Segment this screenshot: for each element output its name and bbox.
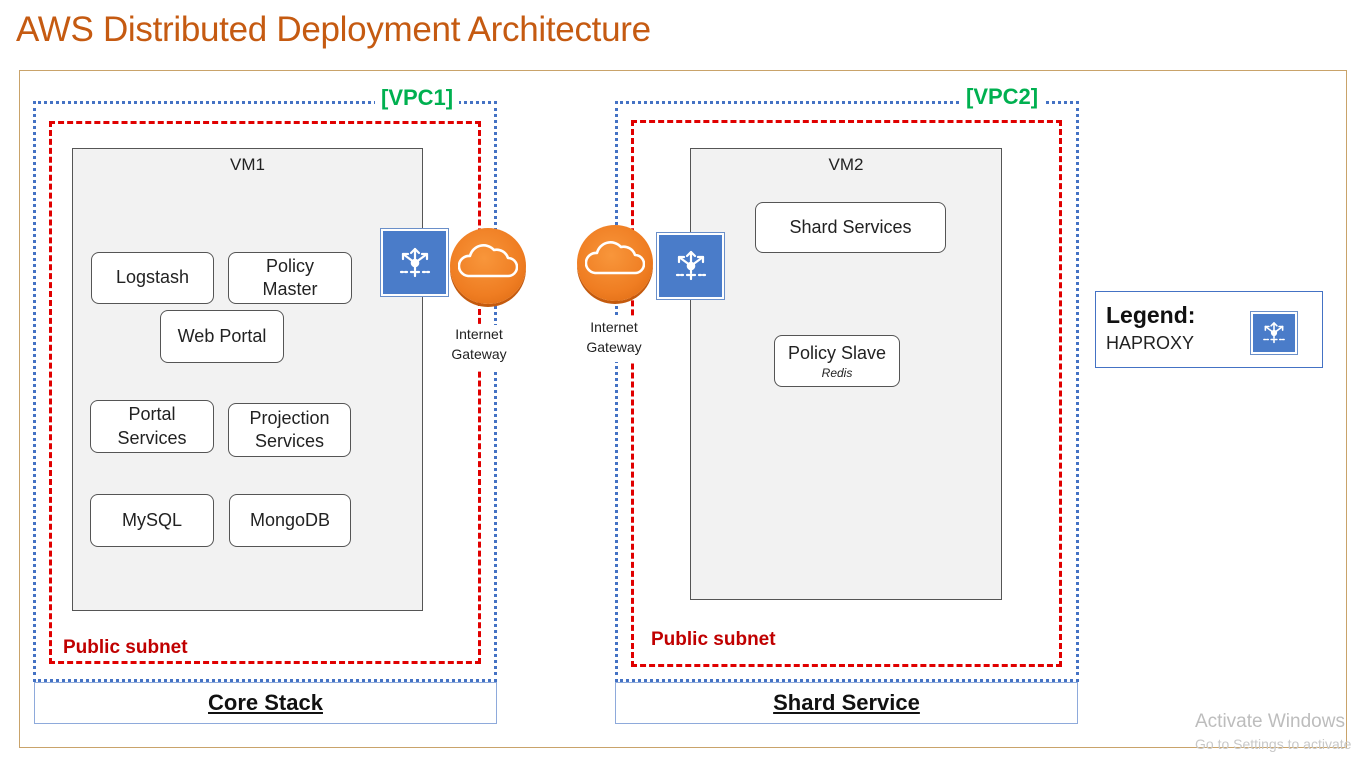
logstash-label: Logstash xyxy=(115,267,190,288)
policy-slave-label: Policy Slave xyxy=(787,343,887,364)
vpc2-boundary xyxy=(615,101,1079,682)
policy-master-label-line2: Master xyxy=(262,279,318,299)
vpc1-internet-gateway-icon xyxy=(450,228,526,304)
policy-slave-sublabel: Redis xyxy=(821,365,853,380)
vpc2-internet-gateway-icon xyxy=(577,225,653,301)
core-stack-label: Core Stack xyxy=(208,690,323,715)
shard-services-label: Shard Services xyxy=(789,216,912,237)
logstash-service: Logstash xyxy=(91,252,214,304)
projection-services-label-line2: Services xyxy=(254,431,325,451)
vpc1-label: [VPC1] xyxy=(375,85,460,111)
vpc1-subnet-label: Public subnet xyxy=(63,637,188,658)
legend-haproxy-icon xyxy=(1250,311,1298,355)
web-portal-service: Web Portal xyxy=(160,310,284,363)
shard-services-service: Shard Services xyxy=(755,202,946,253)
legend-title: Legend: xyxy=(1106,302,1196,328)
shard-service-label-box: Shard Service xyxy=(615,682,1078,724)
activate-windows-subtitle[interactable]: Go to Settings to activate xyxy=(1195,736,1352,752)
policy-master-label-line1: Policy xyxy=(265,255,314,276)
web-portal-label: Web Portal xyxy=(177,325,267,346)
portal-services-service: Portal Services xyxy=(90,400,214,453)
mongodb-service: MongoDB xyxy=(229,494,351,547)
diagram-frame xyxy=(19,70,1347,748)
vpc2-internet-gateway-label: Internet Gateway xyxy=(579,318,649,362)
vpc1-haproxy-icon xyxy=(380,228,449,297)
activate-windows-title: Activate Windows xyxy=(1195,711,1345,732)
vpc2-public-subnet xyxy=(631,120,1062,667)
mongodb-label: MongoDB xyxy=(249,509,331,530)
mysql-service: MySQL xyxy=(90,494,214,547)
vpc2-subnet-label: Public subnet xyxy=(651,629,776,650)
shard-service-label: Shard Service xyxy=(773,690,920,715)
vpc1-gateway-label-line1: Internet xyxy=(455,326,503,342)
core-stack-label-box: Core Stack xyxy=(34,682,497,724)
vpc1-internet-gateway-label: Internet Gateway xyxy=(444,325,514,369)
vpc2-label: [VPC2] xyxy=(960,84,1045,110)
legend: Legend: HAPROXY xyxy=(1095,291,1323,368)
page-title: AWS Distributed Deployment Architecture xyxy=(16,10,651,49)
portal-services-label-line2: Services xyxy=(117,427,187,448)
vpc2-gateway-label-line1: Internet xyxy=(590,319,638,335)
vm1-label: VM1 xyxy=(230,155,265,174)
vpc1-boundary xyxy=(33,101,497,682)
vpc1-public-subnet xyxy=(49,121,481,664)
projection-services-label-line1: Projection xyxy=(249,407,330,428)
policy-slave-service: Policy Slave Redis xyxy=(774,335,900,387)
projection-services-service: Projection Services xyxy=(228,403,351,457)
policy-master-service: Policy Master xyxy=(228,252,352,304)
vpc2-haproxy-icon xyxy=(656,232,725,300)
mysql-label: MySQL xyxy=(121,509,182,530)
legend-item-label: HAPROXY xyxy=(1106,333,1195,353)
vpc1-gateway-label-line2: Gateway xyxy=(451,345,507,362)
portal-services-label-line1: Portal xyxy=(128,404,176,425)
vm2-label: VM2 xyxy=(828,155,864,174)
vpc2-gateway-label-line2: Gateway xyxy=(586,338,642,355)
